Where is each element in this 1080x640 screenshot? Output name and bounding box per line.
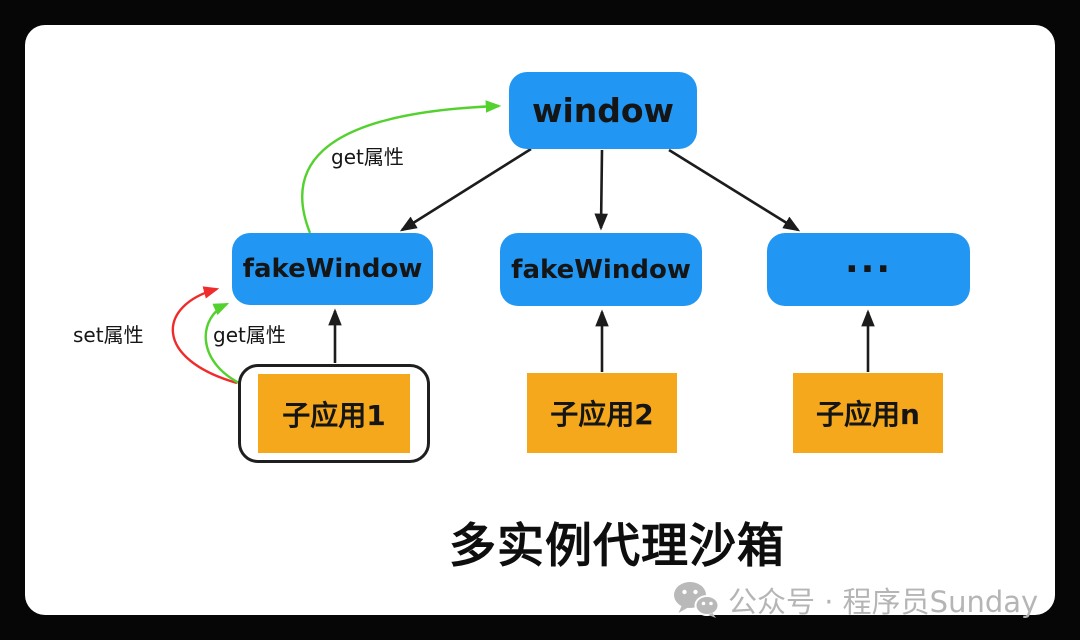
wechat-icon — [673, 581, 719, 619]
edge-label-set: set属性 — [73, 323, 144, 347]
fakewindow-node-2-label: fakeWindow — [511, 254, 691, 285]
subapp-node-2: 子应用2 — [527, 373, 677, 453]
subapp-node-1-label: 子应用1 — [282, 398, 386, 432]
diagram-canvas: window fakeWindow fakeWindow ... 子应用1 子应… — [25, 25, 1055, 619]
edge-window-to-dots — [668, 148, 801, 232]
fakewindow-node-2: fakeWindow — [500, 233, 702, 306]
window-node: window — [509, 72, 697, 149]
edge-window-to-fakewindow2 — [594, 149, 608, 231]
diagram-title: 多实例代理沙箱 — [449, 519, 785, 574]
subapp-node-n: 子应用n — [793, 373, 943, 453]
edge-window-to-fakewindow1 — [399, 147, 532, 232]
subapp-node-n-label: 子应用n — [816, 398, 920, 431]
edge-label-get-bottom: get属性 — [213, 323, 286, 347]
subapp-node-2-label: 子应用2 — [550, 398, 654, 431]
fakewindow-node-ellipsis: ... — [767, 233, 970, 306]
subapp-1-outline: 子应用1 — [238, 364, 430, 463]
ellipsis-node-label: ... — [844, 240, 893, 281]
fakewindow-node-1-label: fakeWindow — [242, 254, 423, 284]
watermark: 公众号 · 程序员Sunday — [673, 579, 1038, 621]
edge-label-get-top: get属性 — [331, 145, 404, 169]
window-node-label: window — [531, 91, 675, 130]
watermark-text: 公众号 · 程序员Sunday — [728, 585, 1039, 619]
subapp-node-1: 子应用1 — [258, 374, 410, 453]
fakewindow-node-1: fakeWindow — [232, 233, 433, 305]
